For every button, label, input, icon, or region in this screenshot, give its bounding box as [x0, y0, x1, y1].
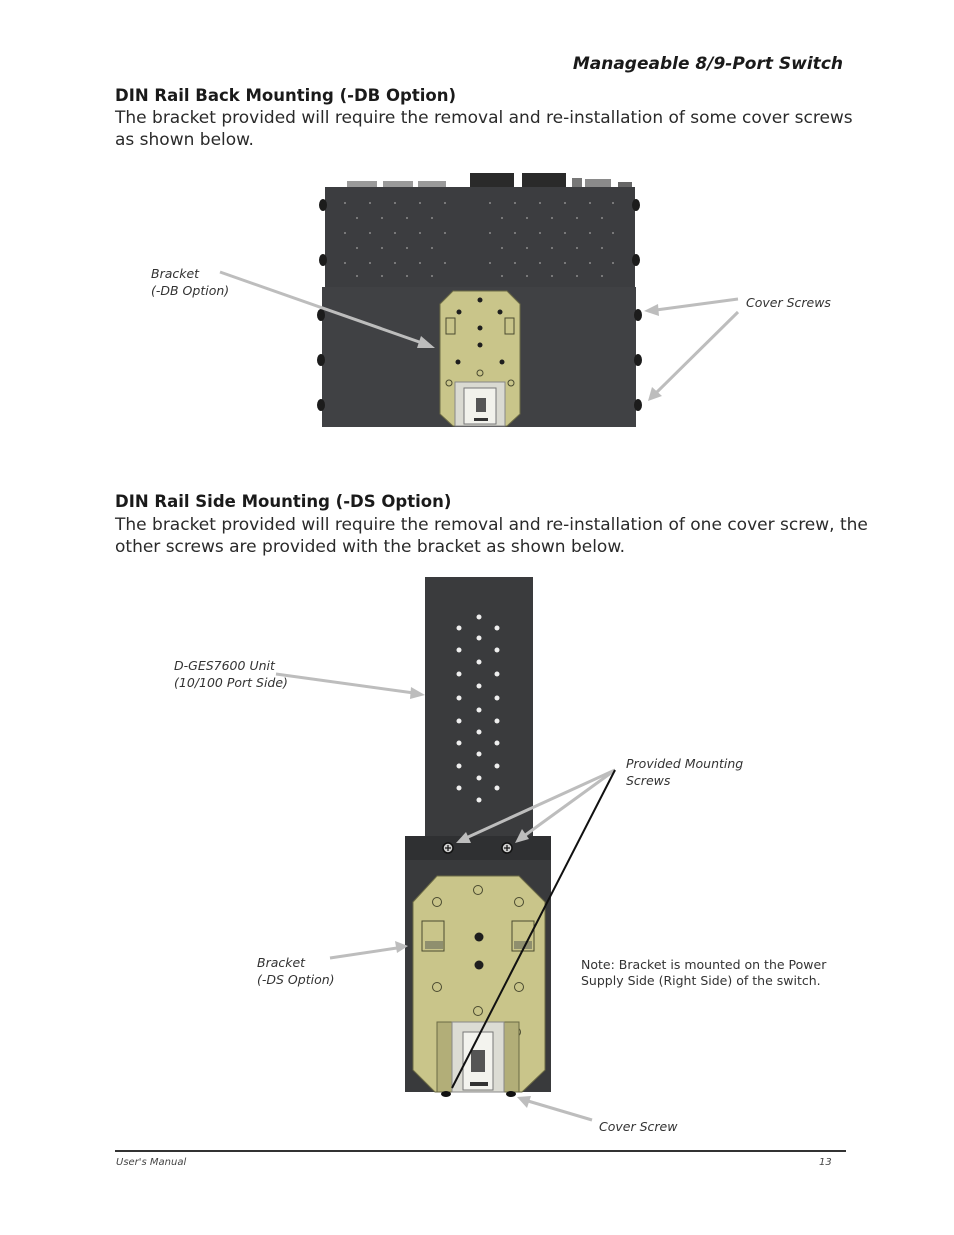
footer-rule: [115, 1150, 846, 1152]
vent-dots-right: [489, 202, 614, 277]
vent-dots-left: [344, 202, 446, 277]
running-header: Manageable 8/9-Port Switch: [572, 54, 843, 74]
ds-figure: [405, 577, 551, 1097]
db-cover-screws-callout: Cover Screws: [746, 295, 831, 310]
ds-cover-screw-callout: Cover Screw: [599, 1119, 678, 1134]
ds-callout-arrows: [275, 672, 616, 1122]
footer-manual-label: User's Manual: [116, 1157, 187, 1168]
db-bracket-callout: Bracket (-DB Option): [151, 266, 230, 298]
mounting-screw-leader: [451, 769, 616, 1089]
section1-paragraph: The bracket provided will require the re…: [115, 108, 853, 150]
db-figure: [317, 173, 642, 427]
page-number: 13: [819, 1157, 832, 1168]
unit-vent-dots: [456, 614, 500, 803]
section2-heading: DIN Rail Side Mounting (-DS Option): [115, 492, 452, 511]
section2-paragraph: The bracket provided will require the re…: [115, 515, 868, 557]
ds-mounting-screws-callout: Provided Mounting Screws: [626, 756, 744, 788]
db-callout-arrows: [219, 270, 740, 401]
section1-heading: DIN Rail Back Mounting (-DB Option): [115, 86, 456, 105]
ds-unit-callout: D-GES7600 Unit (10/100 Port Side): [174, 658, 288, 690]
ds-mount-note: Note: Bracket is mounted on the Power Su…: [581, 957, 827, 988]
ds-bracket-callout: Bracket (-DS Option): [257, 955, 335, 987]
